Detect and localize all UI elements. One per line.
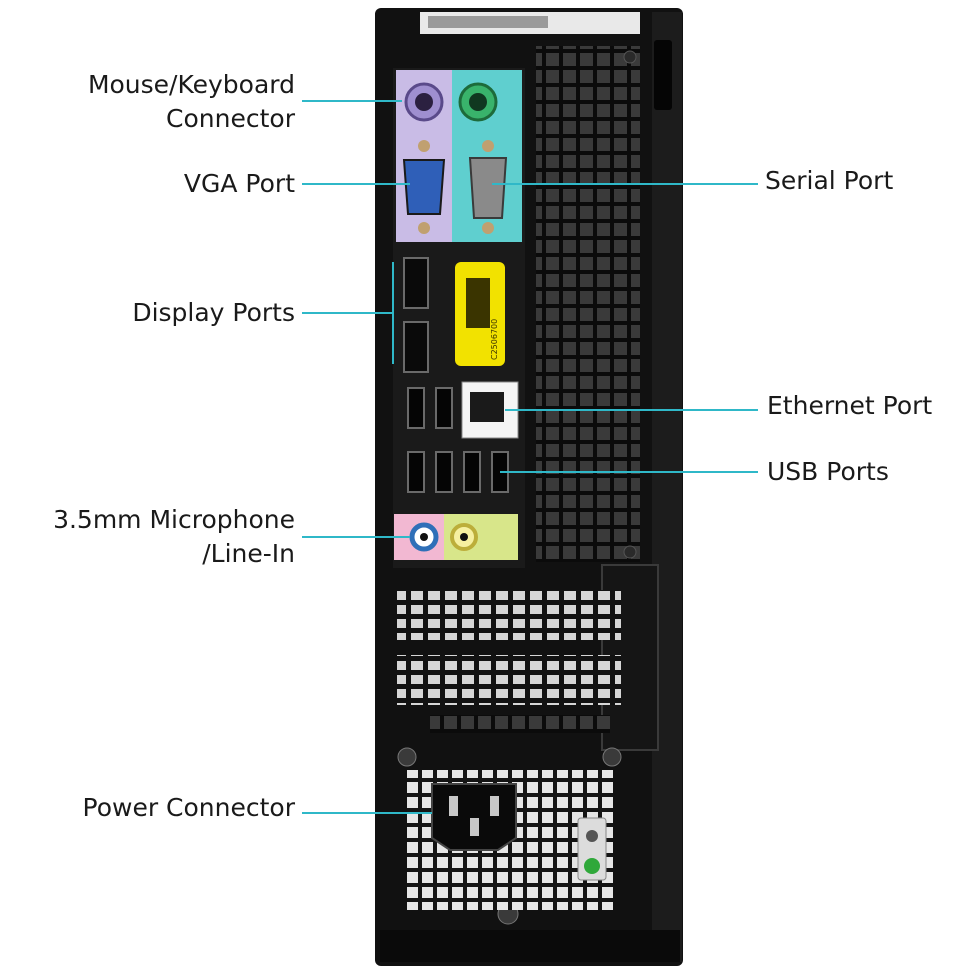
power-connector bbox=[431, 783, 517, 851]
usb-port bbox=[435, 387, 453, 429]
serial-screw-top bbox=[482, 140, 494, 152]
handle-latch bbox=[654, 40, 672, 110]
label-microphone-line2: /Line-In bbox=[202, 539, 295, 568]
chassis-bottom-foot bbox=[380, 930, 680, 962]
label-mouse-keyboard: Mouse/Keyboard Connector bbox=[88, 68, 295, 136]
ethernet-port bbox=[470, 392, 504, 422]
psu-screw-left bbox=[397, 747, 417, 767]
usb-upper-row bbox=[407, 387, 453, 429]
power-pin-left bbox=[449, 796, 458, 816]
usb-port bbox=[407, 387, 425, 429]
serial-screw-bottom bbox=[482, 222, 494, 234]
serial-port bbox=[468, 157, 508, 219]
grille-screw-top bbox=[623, 50, 637, 64]
ps2-mouse-port-inner bbox=[415, 93, 433, 111]
barcode-sticker-code: C2506700 bbox=[490, 319, 499, 360]
label-serial: Serial Port bbox=[765, 166, 894, 195]
label-ethernet: Ethernet Port bbox=[767, 391, 933, 420]
linein-jack-hole bbox=[460, 533, 468, 541]
label-microphone: 3.5mm Microphone /Line-In bbox=[53, 503, 295, 571]
ps2-keyboard-port-inner bbox=[469, 93, 487, 111]
displayport-upper bbox=[403, 257, 429, 309]
label-display-ports: Display Ports bbox=[132, 298, 295, 327]
ventilation-grille bbox=[536, 46, 640, 562]
displayport-lower bbox=[403, 321, 429, 373]
vga-screw-bottom bbox=[418, 222, 430, 234]
usb-port bbox=[407, 451, 425, 493]
barcode-bars bbox=[466, 278, 490, 328]
label-mouse-keyboard-line1: Mouse/Keyboard bbox=[87, 70, 295, 99]
expansion-slot-upper bbox=[397, 590, 621, 640]
usb-port bbox=[463, 451, 481, 493]
grille-screw-bottom bbox=[623, 545, 637, 559]
label-mouse-keyboard-line2: Connector bbox=[166, 104, 295, 133]
label-microphone-line1: 3.5mm Microphone bbox=[53, 505, 295, 534]
mic-jack-hole bbox=[420, 533, 428, 541]
label-usb: USB Ports bbox=[767, 457, 889, 486]
callout-lines bbox=[302, 100, 758, 814]
chassis-side-edge bbox=[652, 12, 682, 962]
vga-port bbox=[402, 159, 446, 215]
psu-test-button bbox=[586, 830, 598, 842]
slot-vent-strip bbox=[430, 715, 610, 733]
expansion-slot-lower bbox=[397, 655, 621, 705]
power-pin-right bbox=[490, 796, 499, 816]
vga-screw-top bbox=[418, 140, 430, 152]
power-pin-ground bbox=[470, 818, 479, 836]
label-power: Power Connector bbox=[82, 793, 295, 822]
psu-status-led bbox=[584, 858, 600, 874]
label-vga: VGA Port bbox=[183, 169, 295, 198]
usb-port bbox=[435, 451, 453, 493]
psu-screw-right bbox=[602, 747, 622, 767]
top-label-barcode bbox=[428, 16, 548, 28]
usb-lower-row bbox=[407, 451, 509, 493]
